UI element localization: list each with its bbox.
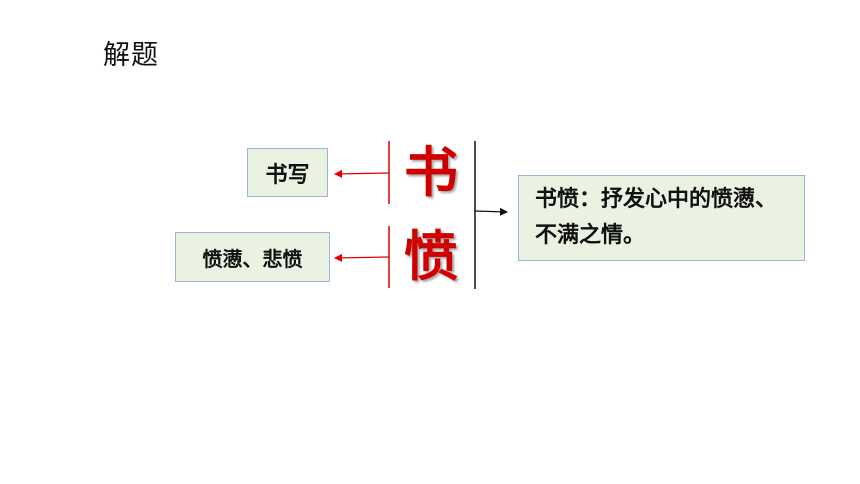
meaning-label-anger: 愤懑、悲愤 <box>202 246 303 271</box>
arrow-right-black <box>474 207 508 216</box>
arrow-top-red <box>334 169 390 178</box>
meaning-box-write: 书写 <box>247 148 328 197</box>
character-fen: 愤 <box>404 224 458 288</box>
arrow-bottom-red <box>334 253 390 262</box>
page-title: 解题 <box>103 40 159 71</box>
meaning-label-write: 书写 <box>265 162 310 188</box>
meaning-box-anger: 愤懑、悲愤 <box>175 232 330 282</box>
explanation-text: 书愤：抒发心中的愤懑、不满之情。 <box>535 187 778 248</box>
explanation-box: 书愤：抒发心中的愤懑、不满之情。 <box>518 175 805 261</box>
character-shu: 书 <box>404 140 458 204</box>
